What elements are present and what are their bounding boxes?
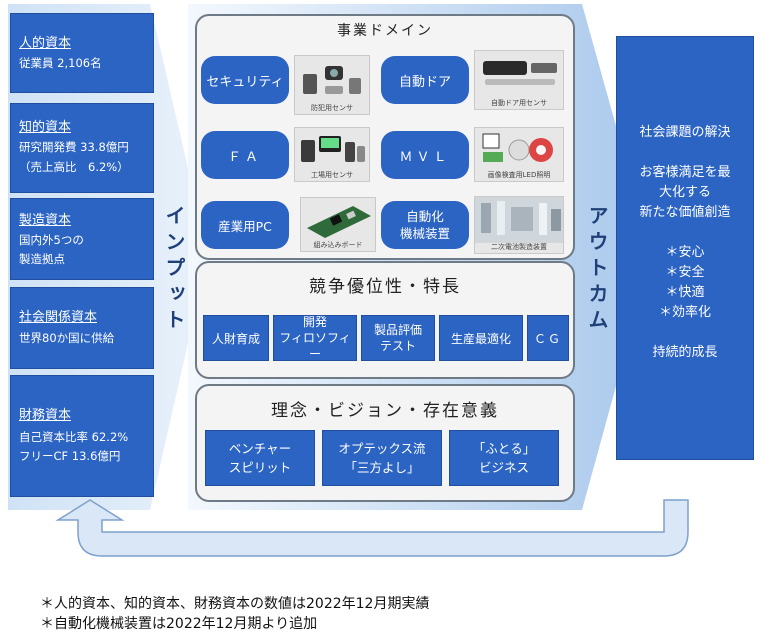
capital-title: 人的資本 (19, 36, 72, 51)
domain-caption: 組み込みボード (313, 241, 363, 249)
capital-line: 自己資本比率 62.2% (19, 430, 129, 444)
embedded-board-image: 組み込みボード (300, 197, 376, 252)
capital-line: フリーCF 13.6億円 (19, 449, 121, 463)
capital-line: 世界80か国に供給 (19, 331, 115, 345)
auto-door-sensor-image: 自動ドア用センサ (474, 50, 564, 110)
capital-title: 製造資本 (19, 213, 72, 228)
domain-caption: 二次電池製造装置 (491, 243, 547, 251)
machine-icon (475, 197, 563, 243)
outcome-line (617, 143, 753, 163)
capital-title: 社会関係資本 (19, 310, 98, 325)
domain-item-industrial-pc: 産業用PC (201, 201, 289, 249)
outcome-line: ＊安心 (665, 245, 705, 260)
led-light-icon (482, 133, 553, 162)
domain-item-mvl: ＭＶＬ (381, 131, 469, 179)
domain-item-auto-door: 自動ドア (381, 56, 469, 104)
advantage-item: ＣＧ (527, 315, 569, 361)
domain-caption: 画像検査用LED照明 (487, 171, 551, 179)
outcome-line: 新たな価値創造 (639, 205, 731, 220)
outcome-label: アウトカム (585, 205, 609, 335)
advantage-item: 製品評価 テスト (361, 315, 435, 361)
domain-item-automation: 自動化 機械装置 (381, 201, 469, 249)
domain-caption: 自動ドア用センサ (491, 99, 547, 107)
capital-intellectual: 知的資本 研究開発費 33.8億円 （売上高比 6.2%） (10, 103, 154, 193)
door-sensor-icon (483, 61, 557, 85)
factory-sensor-image: 工場用センサ (294, 127, 370, 182)
capital-human: 人的資本 従業員 2,106名 (10, 13, 154, 93)
footnote: ＊自動化機械装置は2022年12月期より追加 (40, 616, 318, 632)
outcome-line: ＊効率化 (658, 305, 711, 320)
domain-item-security: セキュリティ (201, 56, 289, 104)
philosophy-item: ベンチャー スピリット (205, 430, 315, 486)
outcome-line: 社会課題の解決 (639, 125, 731, 140)
capital-financial: 財務資本 自己資本比率 62.2% フリーCF 13.6億円 (10, 375, 154, 497)
advantage-item: 開発 フィロソフィー (273, 315, 357, 361)
domain-caption: 防犯用センサ (311, 104, 353, 112)
advantage-title: 競争優位性・特長 (309, 277, 461, 297)
outcome-line: ＊安全 (665, 265, 705, 280)
outcome-line: お客様満足を最 (639, 165, 731, 180)
circuit-board-icon (307, 206, 371, 238)
capital-line: 国内外5つの (19, 233, 84, 247)
outcome-box: 社会課題の解決 お客様満足を最 大化する 新たな価値創造 ＊安心 ＊安全 ＊快適… (616, 36, 754, 460)
outcome-line: ＊快適 (665, 285, 705, 300)
outcome-line (617, 223, 753, 243)
security-sensor-image: 防犯用センサ (294, 55, 370, 115)
domain-caption: 工場用センサ (311, 171, 353, 179)
capital-line: 従業員 2,106名 (19, 56, 102, 70)
domain-title: 事業ドメイン (337, 23, 433, 39)
camera-icon (303, 66, 361, 94)
advantage-item: 人財育成 (203, 315, 269, 361)
capital-line: （売上高比 6.2%） (19, 160, 129, 174)
outcome-line: 持続的成長 (652, 345, 718, 360)
input-label: インプット (162, 205, 186, 335)
capital-social: 社会関係資本 世界80か国に供給 (10, 287, 154, 369)
led-lighting-image: 画像検査用LED照明 (474, 127, 564, 182)
philosophy-item: 「ふとる」 ビジネス (449, 430, 559, 486)
capital-line: 製造拠点 (19, 252, 65, 266)
footnote: ＊人的資本、知的資本、財務資本の数値は2022年12月期実績 (40, 596, 430, 612)
capital-manufactured: 製造資本 国内外5つの 製造拠点 (10, 198, 154, 280)
philosophy-item: オプテックス流 「三方よし」 (322, 430, 442, 486)
advantage-item: 生産最適化 (439, 315, 523, 361)
battery-equipment-image: 二次電池製造装置 (474, 196, 564, 254)
feedback-arrow (55, 499, 689, 557)
domain-item-fa: ＦＡ (201, 131, 289, 179)
factory-sensor-icon (301, 136, 365, 162)
outcome-line: 大化する (658, 185, 711, 200)
capital-line: 研究開発費 33.8億円 (19, 140, 129, 154)
philosophy-title: 理念・ビジョン・存在意義 (271, 401, 499, 421)
capital-title: 財務資本 (19, 408, 72, 423)
outcome-line (617, 323, 753, 343)
capital-title: 知的資本 (19, 120, 72, 135)
